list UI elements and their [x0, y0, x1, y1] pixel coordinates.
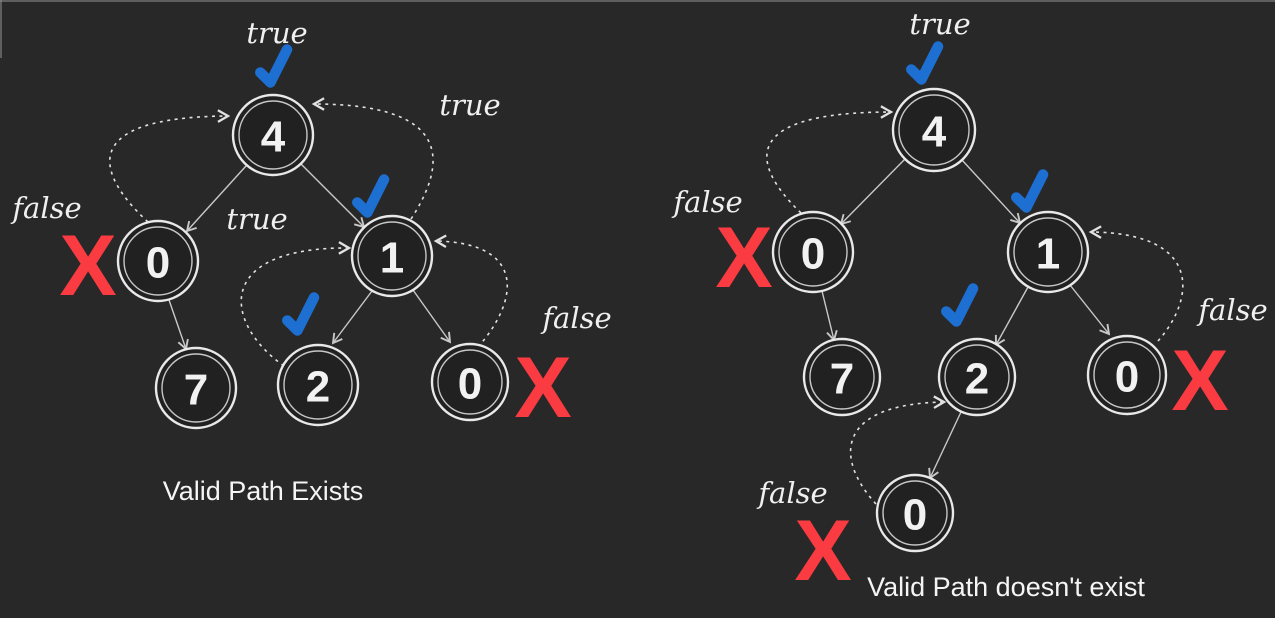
label-grand-right-return: false [540, 301, 611, 335]
window-edge-top [0, 0, 1275, 2]
return-arrow-left-child-to-root [766, 105, 894, 214]
label-bottom-return: false [756, 476, 827, 510]
tree-node: 0 [116, 219, 200, 303]
check-icon [906, 41, 944, 85]
edge-1-to-2 [994, 286, 1029, 347]
return-arrow-left-child-to-root [109, 109, 231, 223]
tree-caption: Valid Path doesn't exist [867, 572, 1145, 602]
edge-0-to-7 [821, 290, 838, 342]
cross-icon: X [1171, 333, 1228, 429]
tree-node: 1 [1006, 210, 1090, 294]
node-value: 0 [146, 239, 170, 288]
tree-node: 2 [937, 337, 1017, 417]
label-grand-left-return: true [226, 202, 287, 236]
label-right-return: false [1196, 293, 1267, 327]
node-value: 7 [184, 366, 208, 415]
label-root-result: true [246, 16, 307, 50]
tree-valid-path-doesnt-exist: 4 0 1 7 2 0 0 [671, 7, 1267, 602]
return-arrow-node2-to-node1 [240, 241, 352, 367]
edge-1-to-0 [1069, 284, 1111, 336]
tree-node: 0 [1086, 334, 1168, 416]
edge-4-to-1 [961, 159, 1022, 225]
edge-4-to-0 [185, 165, 247, 233]
return-arrow-node0-to-node1 [433, 234, 508, 348]
node-value: 0 [801, 230, 825, 279]
check-icon [255, 44, 293, 88]
check-icon [941, 283, 979, 327]
window-edge-left [0, 0, 2, 58]
tree-node: 7 [802, 337, 882, 417]
edge-4-to-0 [839, 158, 906, 226]
return-arrow-right-child-to-root [311, 97, 434, 220]
cross-icon: X [794, 503, 851, 599]
edge-1-to-2 [331, 290, 373, 345]
label-left-return: false [10, 191, 81, 225]
tree-node: 1 [350, 214, 434, 298]
node-value: 1 [380, 234, 404, 283]
label-right-return: true [439, 88, 500, 122]
tree-node: 0 [875, 473, 955, 553]
edge-4-to-1 [300, 163, 366, 229]
tree-node: 7 [154, 346, 238, 430]
return-arrow-node0-to-node2 [849, 395, 947, 505]
cross-icon: X [715, 210, 772, 306]
check-icon [282, 292, 320, 336]
edge-1-to-0 [412, 289, 452, 344]
tree-node: 0 [430, 342, 510, 422]
node-value: 7 [830, 355, 854, 404]
node-value: 4 [261, 113, 286, 162]
edge-2-to-0 [928, 411, 962, 480]
check-icon [352, 174, 390, 218]
node-value: 0 [458, 360, 482, 409]
node-value: 1 [1036, 230, 1060, 279]
tree-valid-path-exists: 4 0 1 7 2 0 [10, 16, 611, 506]
tree-node: 0 [771, 210, 855, 294]
check-icon [1011, 169, 1049, 213]
tree-caption: Valid Path Exists [163, 476, 364, 506]
return-arrow-node0-to-node1 [1088, 225, 1184, 342]
tree-node: 4 [231, 93, 315, 177]
label-left-return: false [671, 185, 742, 219]
cross-icon: X [514, 340, 571, 436]
node-value: 0 [1115, 353, 1139, 402]
node-value: 4 [922, 108, 947, 157]
tree-node: 4 [891, 87, 977, 173]
edge-0-to-7 [168, 299, 189, 351]
label-root-result: true [909, 7, 970, 41]
node-value: 2 [306, 363, 330, 412]
tree-node: 2 [276, 343, 360, 427]
node-value: 2 [965, 355, 989, 404]
cross-icon: X [59, 218, 116, 314]
node-value: 0 [903, 491, 927, 540]
